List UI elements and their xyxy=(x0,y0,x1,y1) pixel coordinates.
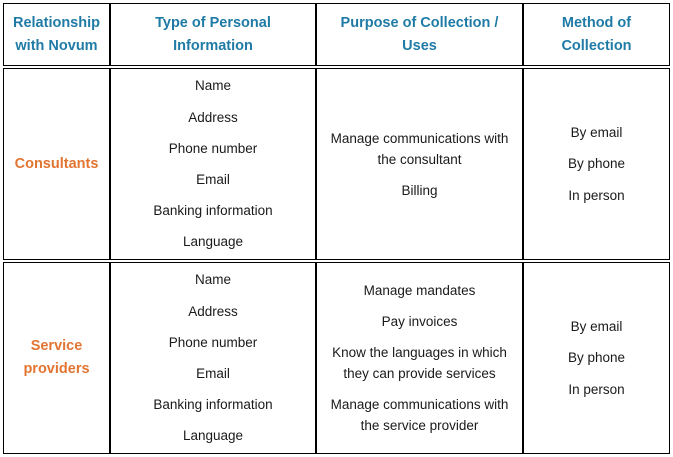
purpose-line: they can provide services xyxy=(343,366,496,381)
header-purpose: Purpose of Collection / Uses xyxy=(316,3,523,66)
purpose-line: Manage communications with xyxy=(330,397,509,412)
method-item: By email xyxy=(570,318,623,334)
info-item: Banking information xyxy=(153,203,273,219)
row-consultants-purpose: Manage communications with the consultan… xyxy=(316,68,523,260)
purpose-item: Manage mandates xyxy=(364,280,476,301)
method-item: In person xyxy=(568,381,625,397)
purpose-item: Manage communications with the consultan… xyxy=(331,128,509,170)
header-personal-info-line-2: Information xyxy=(173,37,253,54)
purpose-line: the service provider xyxy=(360,418,479,433)
purpose-item: Billing xyxy=(401,180,437,201)
purpose-line: Pay invoices xyxy=(381,314,458,329)
relationship-label-line-1: Service xyxy=(30,338,83,354)
header-purpose-line-2: Uses xyxy=(402,37,437,54)
purpose-line: Know the languages in which xyxy=(332,345,507,360)
header-relationship-line-2: with Novum xyxy=(15,37,98,54)
purpose-item: Manage communications with the service p… xyxy=(331,394,509,436)
row-service-providers-purpose: Manage mandates Pay invoices Know the la… xyxy=(316,262,523,454)
purpose-item: Pay invoices xyxy=(382,311,458,332)
method-item: By phone xyxy=(567,350,626,366)
header-relationship: Relationship with Novum xyxy=(3,3,110,66)
header-method: Method of Collection xyxy=(523,3,670,66)
header-method-line-2: Collection xyxy=(561,37,632,54)
header-personal-info: Type of Personal Information xyxy=(110,3,316,66)
row-consultants-relationship: Consultants xyxy=(3,68,110,260)
method-item: By email xyxy=(570,124,623,140)
header-personal-info-line-1: Type of Personal xyxy=(155,14,271,31)
method-item: By phone xyxy=(567,156,626,172)
info-item: Phone number xyxy=(168,140,258,156)
info-item: Language xyxy=(182,428,244,444)
purpose-item: Know the languages in which they can pro… xyxy=(332,342,507,384)
row-service-providers-method: By email By phone In person xyxy=(523,262,670,454)
row-consultants-method: By email By phone In person xyxy=(523,68,670,260)
header-purpose-line-1: Purpose of Collection / xyxy=(340,14,499,31)
method-item: In person xyxy=(568,187,625,203)
purpose-line: Manage mandates xyxy=(363,283,476,298)
header-method-line-1: Method of xyxy=(561,14,632,31)
info-item: Email xyxy=(196,172,230,187)
info-item: Language xyxy=(182,234,244,250)
info-item: Phone number xyxy=(168,334,258,350)
relationship-label-line-2: providers xyxy=(23,361,90,377)
info-item: Name xyxy=(194,272,231,288)
purpose-line: Billing xyxy=(401,182,438,198)
relationship-label: Consultants xyxy=(14,155,99,172)
purpose-line: Manage communications with xyxy=(330,130,509,146)
info-item: Address xyxy=(188,109,238,125)
personal-information-table: Relationship with Novum Type of Personal… xyxy=(3,3,670,454)
row-service-providers-personal-info: Name Address Phone number Email Banking … xyxy=(110,262,316,454)
row-consultants-personal-info: Name Address Phone number Email Banking … xyxy=(110,68,316,260)
row-service-providers-relationship: Service providers xyxy=(3,262,110,454)
info-item: Name xyxy=(194,78,231,94)
header-relationship-line-1: Relationship xyxy=(12,14,100,31)
purpose-line: the consultant xyxy=(377,151,462,167)
info-item: Banking information xyxy=(153,397,273,413)
info-item: Address xyxy=(188,303,238,319)
info-item: Email xyxy=(196,366,230,381)
